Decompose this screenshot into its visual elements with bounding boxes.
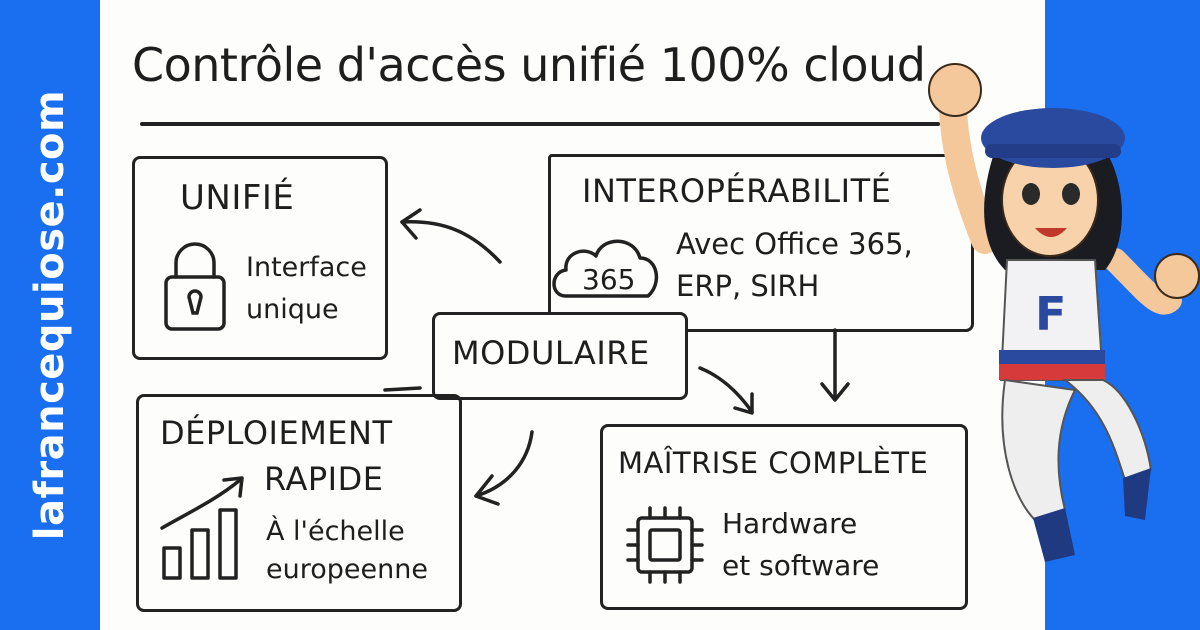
box-interoperabilite-label: INTEROPÉRABILITÉ bbox=[582, 172, 892, 210]
box-deploiement-rapide bbox=[136, 394, 462, 612]
box-modulaire-label: MODULAIRE bbox=[452, 334, 650, 372]
arrow-modulaire-to-maitrise bbox=[698, 366, 754, 414]
side-band: lafrancequiose.com bbox=[0, 0, 100, 630]
chip-icon bbox=[626, 506, 704, 584]
box-maitrise-complete bbox=[600, 424, 968, 610]
arrow-to-unifie bbox=[400, 220, 502, 264]
superhero-mascot: F bbox=[928, 63, 1200, 562]
padlock-icon bbox=[164, 242, 226, 331]
box-maitrise-line2: et software bbox=[722, 549, 880, 582]
box-unifie-line2: unique bbox=[246, 294, 339, 325]
box-interoperabilite-line2: ERP, SIRH bbox=[676, 269, 820, 303]
box-deploiement-line1: À l'échelle bbox=[266, 516, 405, 547]
box-deploiement-label1: DÉPLOIEMENT bbox=[160, 414, 393, 452]
box-unifie-label: UNIFIÉ bbox=[180, 178, 295, 218]
cloud-icon bbox=[552, 239, 659, 298]
divider-line bbox=[383, 386, 422, 392]
page-title: Contrôle d'accès unifié 100% cloud bbox=[132, 38, 926, 92]
arrow-to-deploiement bbox=[474, 430, 534, 498]
box-deploiement-label2: RAPIDE bbox=[264, 460, 384, 498]
box-unifie bbox=[132, 156, 388, 360]
growth-chart-icon bbox=[160, 476, 244, 580]
box-deploiement-line2: europeenne bbox=[266, 554, 428, 585]
box-unifie-line1: Interface bbox=[246, 252, 367, 283]
box-interoperabilite-line1: Avec Office 365, bbox=[676, 227, 913, 261]
title-underline bbox=[140, 122, 940, 126]
box-modulaire bbox=[432, 312, 688, 400]
box-maitrise-label: MAÎTRISE COMPLÈTE bbox=[618, 446, 929, 480]
box-maitrise-line1: Hardware bbox=[722, 507, 858, 540]
office-365-badge: 365 bbox=[582, 263, 636, 296]
shirt-letter: F bbox=[1035, 287, 1066, 341]
